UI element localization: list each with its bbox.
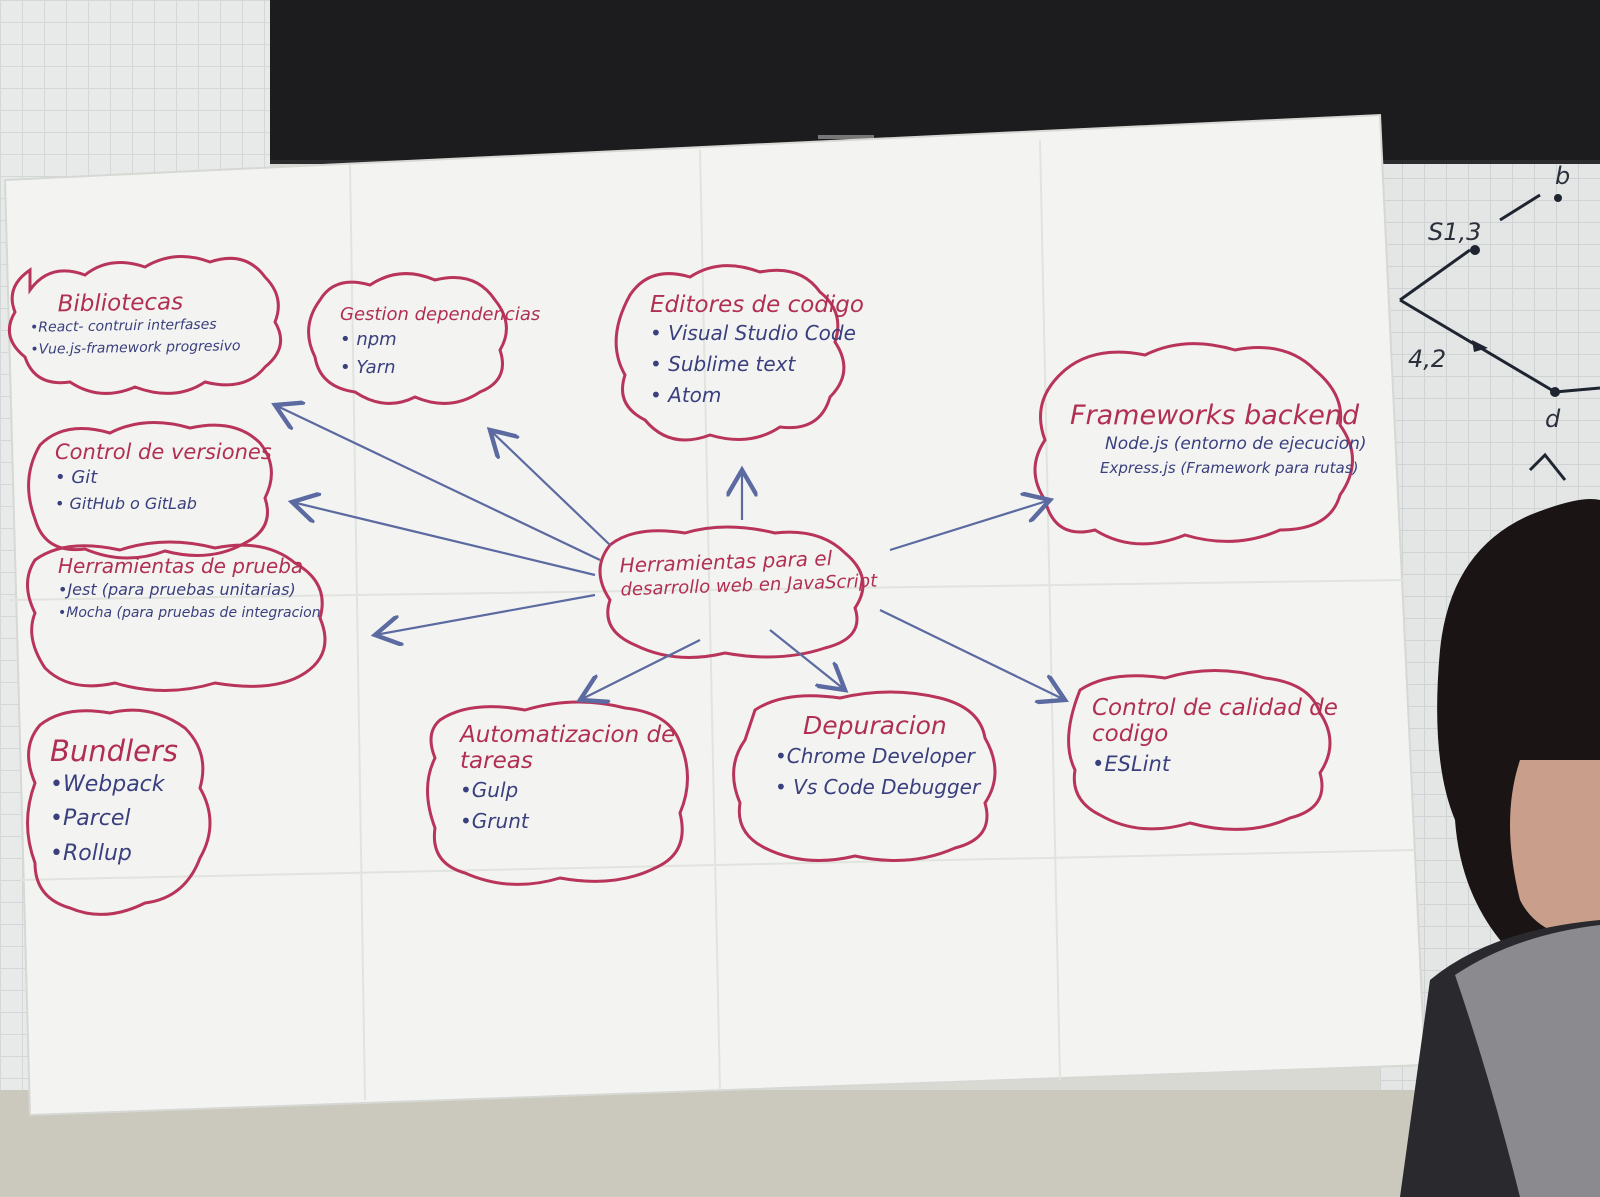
cloud-depuracion	[732, 690, 997, 862]
whiteboard-label-b: b	[1555, 162, 1571, 190]
arrow-to-automatizacion	[580, 639, 701, 700]
node-title: Depuracion	[803, 711, 947, 740]
node-item: Node.js (entorno de ejecucion)	[1105, 434, 1367, 455]
node-title: Bundlers	[50, 734, 178, 768]
node-control-versiones: Control de versiones • Git • GitHub o Gi…	[55, 440, 272, 517]
node-calidad: Control de calidad de codigo •ESLint	[1092, 695, 1362, 780]
cloud-calidad	[1067, 669, 1332, 831]
cloud-editores	[614, 264, 846, 442]
cloud-bundlers	[26, 708, 212, 916]
center-node: Herramientas para el desarrollo web en J…	[619, 544, 877, 602]
node-bundlers: Bundlers •Webpack •Parcel •Rollup	[50, 734, 178, 871]
node-item: • Sublime text	[650, 352, 796, 377]
node-item: •Grunt	[460, 808, 529, 833]
node-editores: Editores de codigo • Visual Studio Code …	[650, 292, 864, 411]
node-depuracion: Depuracion •Chrome Developer • Vs Code D…	[775, 711, 981, 803]
arrow-to-versiones	[292, 502, 596, 577]
node-automatizacion: Automatizacion de tareas •Gulp •Grunt	[460, 722, 690, 837]
node-item: •Webpack	[50, 772, 165, 798]
arrow-to-pruebas	[375, 593, 596, 635]
cloud-pruebas	[26, 540, 327, 692]
node-item: •Gulp	[460, 777, 519, 802]
node-item: •Mocha (para pruebas de integracion	[58, 604, 321, 621]
node-gestion: Gestion dependencias • npm • Yarn	[340, 304, 541, 381]
node-title: Gestion dependencias	[340, 304, 541, 325]
arrow-to-frameworks	[889, 500, 1050, 552]
node-frameworks: Frameworks backend Node.js (entorno de e…	[1070, 400, 1367, 481]
node-item: • Yarn	[340, 356, 396, 378]
node-title: Editores de codigo	[650, 292, 864, 318]
node-item: •ESLint	[1092, 751, 1171, 776]
node-item: •Chrome Developer	[775, 743, 975, 768]
node-item: • Git	[55, 467, 98, 489]
node-item: •Jest (para pruebas unitarias)	[58, 580, 296, 599]
node-title: Automatizacion de tareas	[460, 722, 676, 775]
arrow-to-bibliotecas	[275, 405, 601, 561]
node-title: Herramientas de prueba	[58, 554, 304, 578]
node-title: Control de versiones	[55, 440, 272, 464]
node-item: •Rollup	[50, 840, 132, 866]
arrow-to-calidad	[879, 609, 1065, 700]
node-title: Frameworks backend	[1070, 400, 1360, 431]
node-bibliotecas: Bibliotecas •React- contruir interfases …	[29, 288, 241, 361]
node-pruebas: Herramientas de prueba •Jest (para prueb…	[58, 555, 321, 624]
tv-indicator	[818, 135, 874, 139]
node-item: •Parcel	[50, 806, 131, 832]
node-title: Bibliotecas	[57, 289, 184, 318]
node-item: • Visual Studio Code	[650, 321, 856, 346]
whiteboard-label-s: S1,3	[1428, 218, 1482, 246]
node-item: • npm	[340, 328, 397, 350]
node-item: •Vue.js-framework progresivo	[30, 338, 241, 358]
node-title: Control de calidad de codigo	[1092, 695, 1338, 748]
node-item: • Atom	[650, 383, 722, 408]
wall-bottom	[0, 1090, 1600, 1197]
cloud-center	[598, 525, 865, 659]
node-item: • GitHub o GitLab	[55, 494, 197, 514]
cloud-gestion	[307, 272, 508, 405]
arrow-to-gestion	[490, 430, 611, 546]
whiteboard-label-42: 4,2	[1408, 345, 1447, 373]
arrow-to-depuracion	[769, 629, 845, 690]
cloud-bibliotecas	[7, 255, 283, 395]
node-item: • Vs Code Debugger	[775, 774, 981, 799]
cloud-control-versiones	[27, 421, 273, 560]
whiteboard-label-d: d	[1545, 405, 1561, 433]
node-item: Express.js (Framework para rutas)	[1100, 459, 1359, 478]
